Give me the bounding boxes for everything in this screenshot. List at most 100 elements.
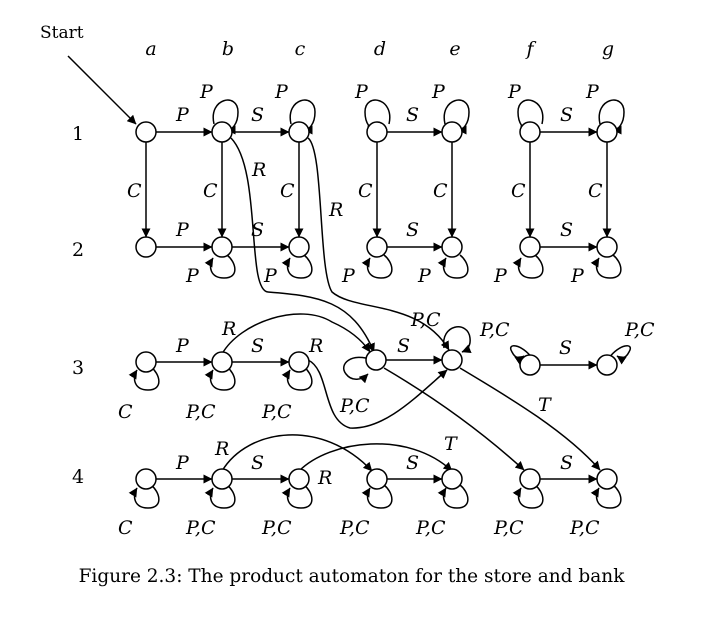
- figure-caption: Figure 2.3: The product automaton for th…: [78, 566, 625, 587]
- self-loop: [204, 254, 236, 279]
- edge-label: P: [431, 81, 446, 103]
- state-f2: [519, 236, 541, 258]
- self-loop: [608, 345, 632, 365]
- state-g2: [596, 236, 618, 258]
- state-b2: [211, 236, 233, 258]
- row-label-3: 3: [72, 357, 84, 379]
- edge-label: P: [175, 452, 190, 474]
- edge-label: P,C: [185, 517, 216, 539]
- self-loop: [512, 484, 544, 509]
- state-e4: [441, 468, 463, 490]
- edge-label: P,C: [624, 319, 655, 341]
- state-e3: [441, 349, 463, 371]
- edge-label: P: [354, 81, 369, 103]
- edge-label: P,C: [415, 517, 446, 539]
- start-label: Start: [40, 23, 84, 43]
- column-label-e: e: [449, 38, 460, 60]
- transition-edge: [459, 367, 601, 471]
- self-loop: [437, 254, 469, 279]
- edge-label: P,C: [261, 401, 292, 423]
- edge-label: S: [251, 219, 264, 241]
- state-g1: [596, 121, 618, 143]
- transition-edge: [221, 434, 373, 472]
- self-loop: [128, 484, 160, 509]
- state-f4: [519, 468, 541, 490]
- edge-label: C: [588, 180, 603, 202]
- self-loop: [512, 254, 544, 279]
- edge-label: R: [251, 159, 266, 181]
- column-label-d: d: [374, 38, 386, 60]
- edge-label: P: [274, 81, 289, 103]
- edge-label: P: [417, 265, 432, 287]
- edge-label: P,C: [339, 517, 370, 539]
- edge-label: P: [341, 265, 356, 287]
- edge-label: P: [199, 81, 214, 103]
- edge-label: R: [308, 335, 323, 357]
- edge-label: R: [214, 438, 229, 460]
- self-loop: [590, 254, 622, 279]
- transition-edge: [221, 313, 371, 355]
- transition-edge: [383, 367, 525, 471]
- edge-label: P,C: [410, 309, 441, 331]
- edge-label: S: [406, 452, 419, 474]
- row-label-1: 1: [72, 123, 84, 145]
- state-f3: [519, 354, 541, 376]
- edge-label: P: [493, 265, 508, 287]
- state-e1: [441, 121, 463, 143]
- edge-label: P,C: [493, 517, 524, 539]
- edge-label: P: [175, 104, 190, 126]
- edge-label: S: [559, 337, 572, 359]
- state-d2: [366, 236, 388, 258]
- start-arrow: [67, 55, 137, 125]
- transition-edge: [307, 137, 450, 351]
- edge-label: P,C: [185, 401, 216, 423]
- state-c2: [288, 236, 310, 258]
- self-loop: [590, 484, 622, 509]
- column-label-g: g: [602, 38, 614, 60]
- state-c4: [288, 468, 310, 490]
- edge-label: S: [251, 452, 264, 474]
- product-automaton-diagram: Start a b c d e f g 1 2 3 4: [40, 23, 655, 539]
- edge-label: C: [511, 180, 526, 202]
- state-d3: [365, 349, 387, 371]
- state-c3: [288, 351, 310, 373]
- state-b1: [211, 121, 233, 143]
- edge-label: P: [263, 265, 278, 287]
- edge-label: S: [397, 335, 410, 357]
- self-loop: [443, 99, 470, 135]
- self-loop: [509, 345, 533, 365]
- self-loop: [204, 484, 236, 509]
- state-b4: [211, 468, 233, 490]
- edge-label: S: [406, 219, 419, 241]
- edge-label: R: [221, 318, 236, 340]
- row-label-2: 2: [72, 239, 84, 261]
- self-loop: [128, 366, 160, 391]
- edge-label: P: [585, 81, 600, 103]
- edge-label: P: [185, 265, 200, 287]
- self-loop: [343, 356, 373, 384]
- edge-label: P: [507, 81, 522, 103]
- edge-label: P: [175, 335, 190, 357]
- edge-label: P,C: [339, 395, 370, 417]
- column-label-a: a: [145, 38, 156, 60]
- self-loop: [281, 366, 313, 391]
- column-label-b: b: [222, 38, 234, 60]
- edge-label: C: [118, 401, 133, 423]
- state-a1: [135, 121, 157, 143]
- state-g3: [596, 354, 618, 376]
- self-loop: [281, 254, 313, 279]
- state-f1: [519, 121, 541, 143]
- edge-label: P,C: [569, 517, 600, 539]
- edge-label: T: [538, 394, 552, 416]
- self-loop: [204, 366, 236, 391]
- edge-label: S: [251, 104, 264, 126]
- edge-label: R: [328, 199, 343, 221]
- edge-label: S: [560, 219, 573, 241]
- edge-label: C: [127, 180, 142, 202]
- edge-label: C: [433, 180, 448, 202]
- state-b3: [211, 351, 233, 373]
- self-loop: [443, 326, 472, 353]
- transition-edge: [230, 137, 375, 353]
- self-loop: [361, 254, 393, 279]
- row-label-4: 4: [72, 466, 84, 488]
